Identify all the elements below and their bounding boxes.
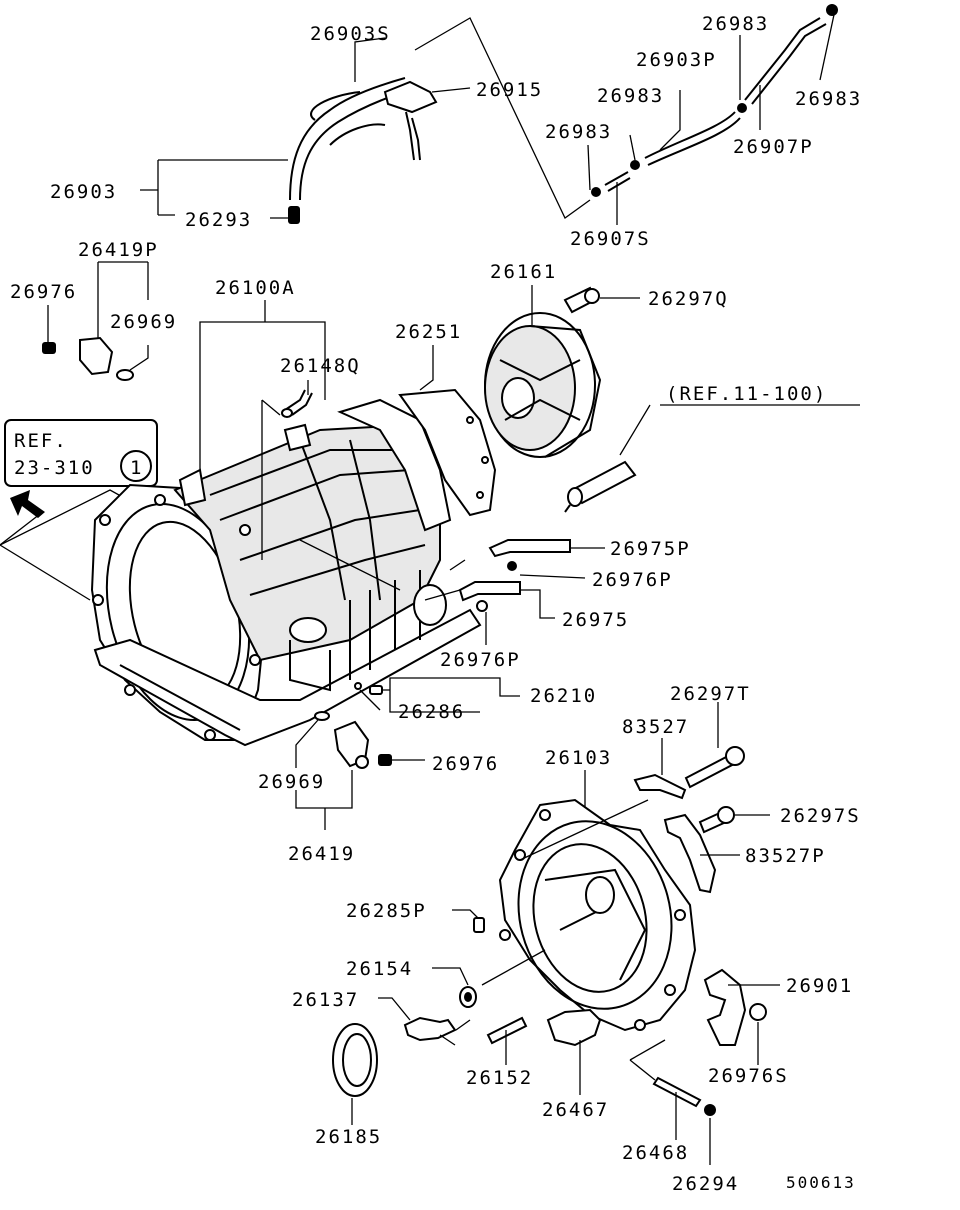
label-26419P: 26419P [78, 239, 159, 261]
label-26137: 26137 [292, 989, 359, 1011]
label-26100A: 26100A [215, 277, 296, 299]
label-26975P: 26975P [610, 538, 691, 560]
label-26915: 26915 [476, 79, 543, 101]
label-26903S: 26903S [310, 23, 391, 45]
label-26903P: 26903P [636, 49, 717, 71]
label-26976S: 26976S [708, 1065, 789, 1087]
oil-filter-ref [564, 404, 860, 513]
label-26294: 26294 [672, 1173, 739, 1195]
ref-circle-number: 1 [130, 457, 141, 479]
label-26285P: 26285P [346, 900, 427, 922]
ref-11-100: (REF.11-100) [666, 383, 827, 405]
label-26983-left: 26983 [545, 121, 612, 143]
label-26152: 26152 [466, 1067, 533, 1089]
label-26976P-lower: 26976P [440, 649, 521, 671]
bolts-and-brackets-83527 [633, 702, 770, 894]
label-26976-upper: 26976 [10, 281, 77, 303]
sensor-26210 [354, 677, 520, 713]
diagram-code: 500613 [786, 1173, 856, 1192]
label-26185: 26185 [315, 1126, 382, 1148]
leader-lines-top [140, 9, 836, 225]
label-26297T: 26297T [670, 683, 751, 705]
label-26297Q: 26297Q [648, 288, 729, 310]
label-26976-lower: 26976 [432, 753, 499, 775]
label-26907P: 26907P [733, 136, 814, 158]
label-26210: 26210 [530, 685, 597, 707]
label-26103: 26103 [545, 747, 612, 769]
label-26286: 26286 [398, 701, 465, 723]
label-26419: 26419 [288, 843, 355, 865]
label-26293: 26293 [185, 209, 252, 231]
extension-housing-26103 [498, 770, 697, 1032]
brackets-26975 [424, 539, 605, 645]
label-26903: 26903 [50, 181, 117, 203]
label-26969-upper: 26969 [110, 311, 177, 333]
breather-hose-assembly [288, 4, 838, 224]
label-26983-top: 26983 [702, 13, 769, 35]
label-26251: 26251 [395, 321, 462, 343]
label-26467: 26467 [542, 1099, 609, 1121]
gasket-26251 [398, 345, 497, 517]
label-26975: 26975 [562, 609, 629, 631]
speed-sensor-upper [42, 261, 149, 381]
label-26297S: 26297S [780, 805, 861, 827]
label-83527: 83527 [622, 716, 689, 738]
oil-pump-26161 [484, 285, 640, 458]
small-parts-lower [332, 909, 780, 1165]
tube-26148q [281, 380, 313, 418]
label-26148Q: 26148Q [280, 355, 361, 377]
label-26154: 26154 [346, 958, 413, 980]
ref-label: REF. [14, 430, 68, 452]
part-number-labels: 26903S 26915 26903 26293 26983 26903P 26… [10, 13, 862, 1195]
label-26468: 26468 [622, 1142, 689, 1164]
label-26983-right: 26983 [795, 88, 862, 110]
ref-number: 23-310 [14, 457, 95, 479]
label-26976P: 26976P [592, 569, 673, 591]
label-26901: 26901 [786, 975, 853, 997]
label-26969-lower: 26969 [258, 771, 325, 793]
label-26983-mid: 26983 [597, 85, 664, 107]
label-26907S: 26907S [570, 228, 651, 250]
label-83527P: 83527P [745, 845, 826, 867]
speed-sensor-lower [295, 711, 425, 830]
label-26161: 26161 [490, 261, 557, 283]
transmission-case-main [90, 300, 482, 747]
